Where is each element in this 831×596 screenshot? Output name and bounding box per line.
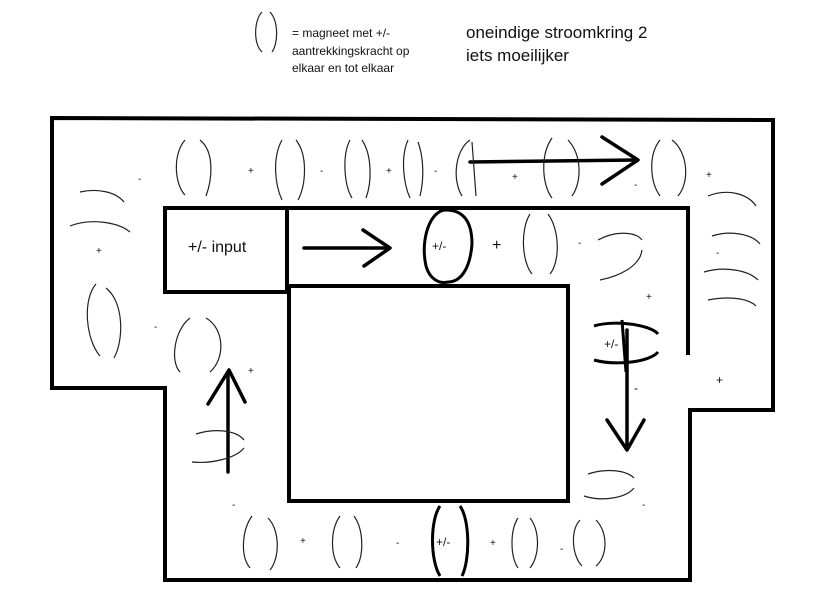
arrow-left-up <box>206 368 247 474</box>
magnet-oval-icon <box>255 11 278 53</box>
arrow-input-right <box>302 228 392 268</box>
polarity-sign: - <box>320 166 323 177</box>
polarity-sign: - <box>434 166 437 177</box>
polarity-signs: - + - + - + - + + - - + + - + - + - - + … <box>96 166 723 555</box>
polarity-sign: + <box>716 373 723 387</box>
diagram-subtitle: iets moeilijker <box>466 46 569 65</box>
input-box-label: +/- input <box>188 239 247 256</box>
diagram-title: oneindige stroomkring 2 <box>466 23 647 42</box>
polarity-sign: + <box>512 172 518 183</box>
polarity-sign: - <box>138 174 141 185</box>
polarity-sign: - <box>634 180 637 191</box>
magnet-right <box>593 319 660 373</box>
polarity-sign: - <box>578 238 581 249</box>
inner-channel-boundary <box>165 206 690 355</box>
magnet-top-label: +/- <box>432 239 446 253</box>
polarity-sign: + <box>96 246 102 257</box>
magnet-ovals <box>69 137 761 571</box>
core-rectangle <box>287 284 570 503</box>
polarity-sign: + <box>490 538 496 549</box>
polarity-sign: - <box>642 500 645 511</box>
legend-line-1: = magneet met +/- <box>292 26 390 40</box>
polarity-sign: - <box>396 538 399 549</box>
polarity-sign: + <box>248 366 254 377</box>
input-box <box>163 206 289 294</box>
magnet-bottom-label: +/- <box>436 535 450 549</box>
polarity-sign: + <box>248 166 254 177</box>
polarity-sign: + <box>386 166 392 177</box>
polarity-sign: - <box>634 381 638 395</box>
magnet-bottom <box>431 505 470 577</box>
legend-line-3: elkaar en tot elkaar <box>292 61 394 75</box>
magnet-top <box>422 208 474 284</box>
polarity-sign: + <box>492 237 501 254</box>
polarity-sign: + <box>706 170 712 181</box>
polarity-sign: - <box>232 500 235 511</box>
arrow-top-right <box>468 135 640 186</box>
legend-line-2: aantrekkingskracht op <box>292 44 410 58</box>
arrow-right-down <box>605 328 646 452</box>
polarity-sign: - <box>560 544 563 555</box>
polarity-sign: - <box>716 248 719 259</box>
polarity-sign: + <box>300 536 306 547</box>
outer-boundary <box>50 115 775 582</box>
magnet-right-label: +/- <box>604 337 618 351</box>
polarity-sign: + <box>646 292 652 303</box>
polarity-sign: - <box>154 322 157 333</box>
